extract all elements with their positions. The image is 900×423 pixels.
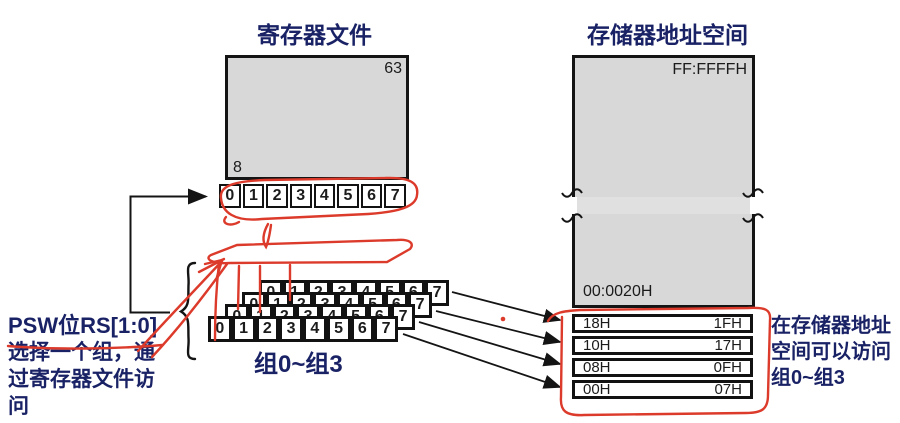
register-cell: 3 — [289, 184, 312, 208]
bank-select-arrow — [129, 188, 208, 314]
memory-row-end: 1FH — [713, 315, 742, 332]
memory-row-bank0: 00H 07H — [572, 380, 753, 399]
register-cell: 0 — [219, 184, 241, 208]
memory-space-box: FF:FFFFH 00:0020H — [572, 55, 755, 308]
memory-bottom-address: 00:0020H — [583, 283, 653, 300]
banks-brace-icon — [178, 261, 197, 361]
red-arrow-barb — [203, 258, 224, 266]
arrow-bank1-to-08h — [418, 321, 562, 367]
memory-row-end: 07H — [714, 381, 742, 398]
register-cell: 0 — [208, 316, 232, 342]
red-banner — [207, 238, 413, 265]
register-cell: 1 — [242, 184, 265, 208]
memory-row-start: 10H — [583, 337, 611, 354]
banks-label: 组0~组3 — [254, 351, 343, 378]
memory-row-bank3: 18H 1FH — [572, 314, 753, 333]
register-cell: 7 — [384, 184, 406, 208]
register-file-title: 寄存器文件 — [257, 22, 372, 48]
register-cell: 1 — [231, 316, 256, 342]
red-tick — [262, 222, 273, 250]
register-cell: 5 — [337, 184, 359, 208]
register-top-index: 63 — [384, 60, 402, 77]
memory-row-bank2: 10H 17H — [572, 336, 753, 355]
memory-row-end: 17H — [714, 337, 742, 354]
memory-top-address: FF:FFFFH — [672, 61, 747, 78]
memory-row-bank1: 08H 0FH — [572, 358, 753, 377]
psw-note: PSW位RS[1:0] 选择一个组，通过寄存器文件访问 — [8, 312, 172, 420]
red-vertical — [236, 264, 241, 311]
register-cell: 3 — [279, 316, 303, 342]
register-cell: 4 — [303, 316, 327, 342]
register-cell: 5 — [326, 316, 351, 342]
memory-space-title: 存储器地址空间 — [587, 22, 748, 48]
psw-note-title: PSW位RS[1:0] — [8, 313, 158, 338]
memory-access-note: 在存储器地址空间可以访问组0~组3 — [771, 315, 891, 389]
register-cell: 6 — [360, 184, 383, 208]
memory-row-start: 00H — [583, 381, 611, 398]
arrow-bank3-to-18h — [451, 291, 562, 323]
memory-row-start: 08H — [583, 359, 611, 376]
register-cell: 4 — [313, 184, 336, 208]
red-arrow-barb — [215, 258, 224, 279]
arrow-bank0-to-00h — [402, 333, 562, 389]
red-arrow-barb — [197, 257, 226, 274]
memory-row-start: 18H — [583, 315, 611, 332]
red-dot — [500, 316, 506, 322]
register-file-box: 63 8 — [225, 55, 409, 180]
arrow-bank2-to-10h — [435, 310, 562, 346]
register-cell: 2 — [255, 316, 280, 342]
psw-note-body: 选择一个组，通过寄存器文件访问 — [8, 341, 155, 418]
memory-row-end: 0FH — [713, 359, 742, 376]
register-cell: 2 — [266, 184, 288, 208]
register-cell: 7 — [374, 316, 398, 342]
red-oval-tail — [223, 215, 241, 226]
register-cell: 6 — [350, 316, 375, 342]
register-bottom-index: 8 — [233, 159, 242, 176]
